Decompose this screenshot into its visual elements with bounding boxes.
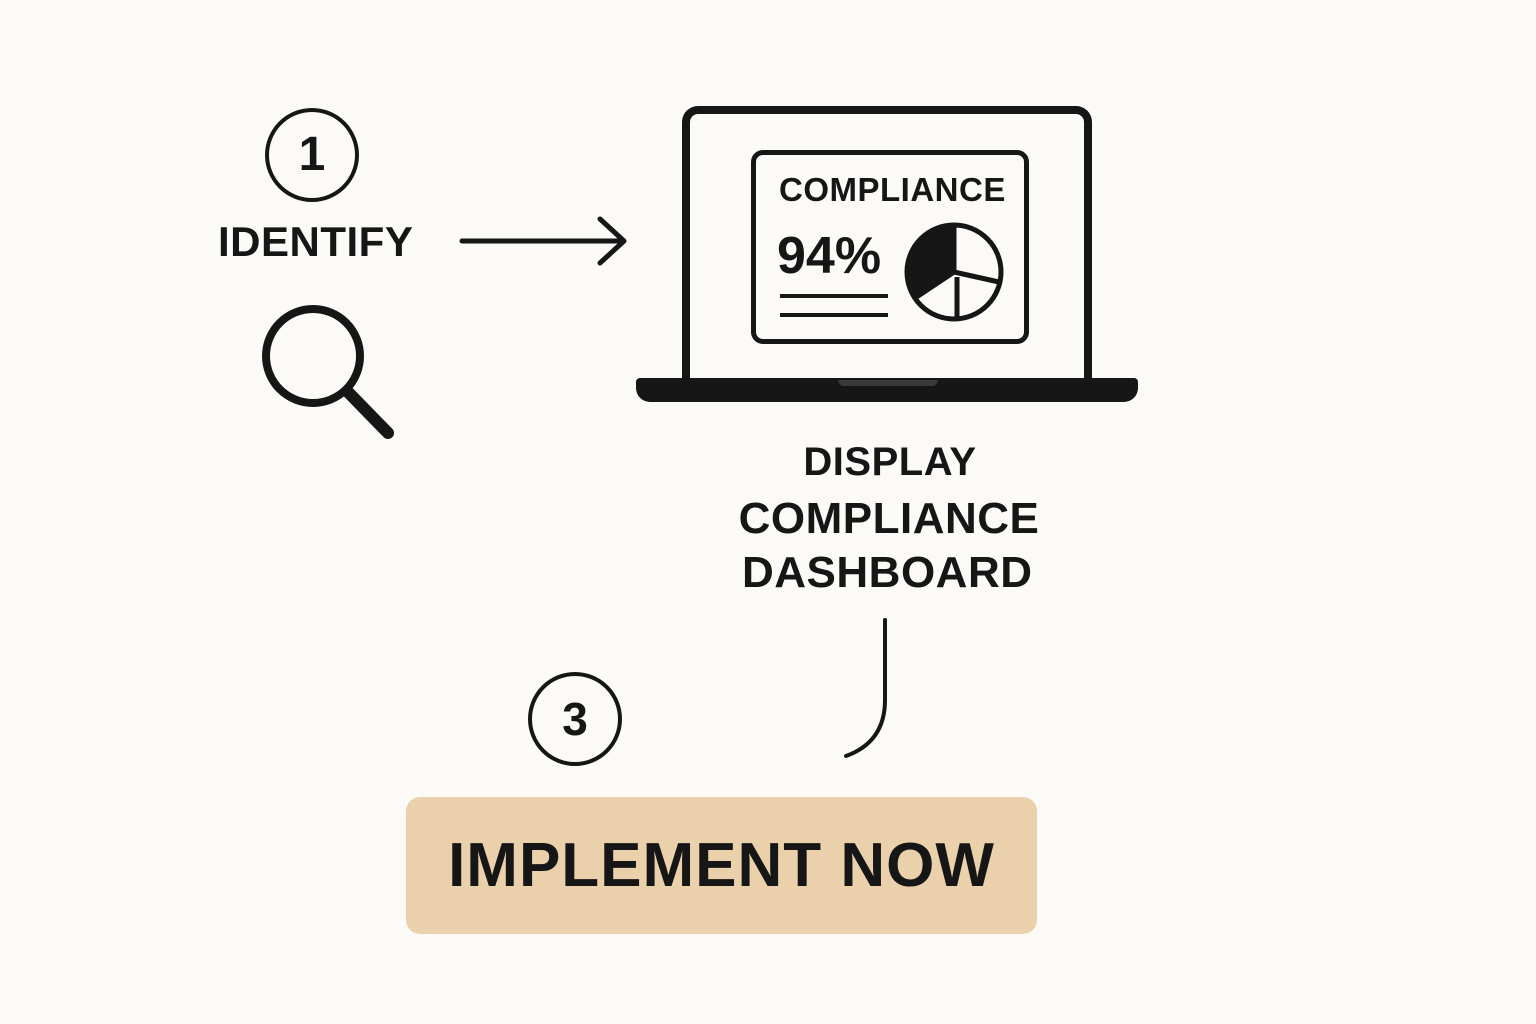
display-label-line-1: DISPLAY <box>803 440 977 484</box>
compliance-value: 94% <box>777 227 882 285</box>
search-icon <box>262 305 394 439</box>
implement-now-button[interactable]: IMPLEMENT NOW <box>406 797 1037 934</box>
compliance-dashboard-panel <box>751 150 1029 344</box>
panel-text-line-2 <box>780 313 888 317</box>
connector-line <box>844 618 887 758</box>
laptop-notch <box>838 380 938 386</box>
step-1-circle: 1 <box>265 108 359 202</box>
step-3-circle: 3 <box>528 672 622 766</box>
identify-label: IDENTIFY <box>218 218 414 265</box>
pie-chart-icon <box>904 222 1004 322</box>
panel-text-line-1 <box>780 294 888 298</box>
step-3-number: 3 <box>562 693 588 745</box>
laptop-icon <box>682 106 1092 378</box>
display-label-line-2: COMPLIANCE <box>738 494 1040 543</box>
dashboard-title: COMPLIANCE <box>779 171 1006 208</box>
arrow-right-icon <box>459 216 627 266</box>
step-1-number: 1 <box>298 128 326 181</box>
display-label-line-3: DASHBOARD <box>742 548 1033 597</box>
implement-now-label: IMPLEMENT NOW <box>448 831 995 900</box>
